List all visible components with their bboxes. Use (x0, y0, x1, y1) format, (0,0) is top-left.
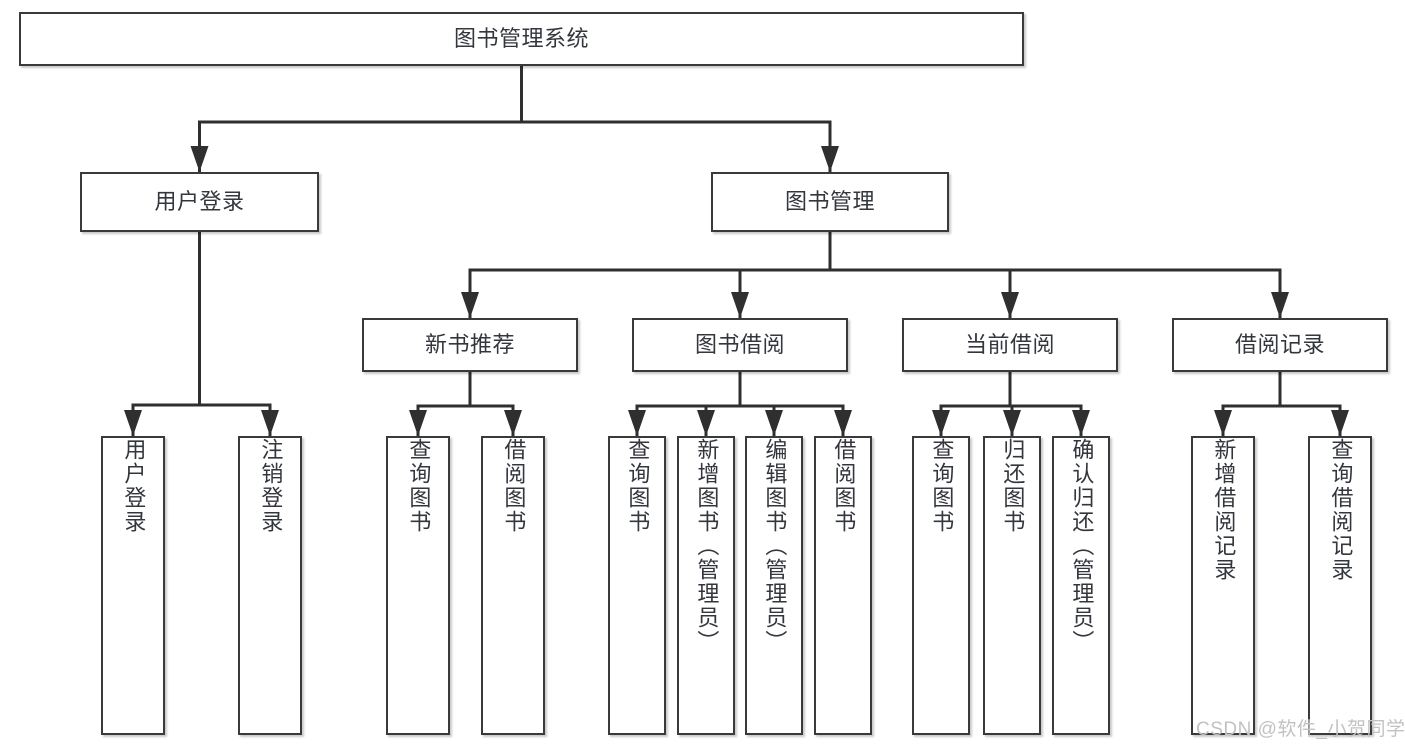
node-user-login[interactable]: 用户登录 (80, 172, 319, 232)
csdn-watermark: CSDN @软件_小贺同学 (1196, 719, 1405, 740)
node-borrow-record-label: 借阅记录 (1234, 331, 1325, 357)
node-leaf-return-book[interactable]: 归还图书 (983, 436, 1041, 735)
node-leaf-query-book-2-label: 查询图书 (625, 438, 651, 534)
node-leaf-edit-book[interactable]: 编辑图书（管理员） (745, 436, 803, 735)
node-root-label: 图书管理系统 (453, 25, 589, 51)
node-new-book-recommend[interactable]: 新书推荐 (362, 318, 578, 372)
node-leaf-query-record[interactable]: 查询借阅记录 (1308, 436, 1372, 735)
node-book-manage-label: 图书管理 (784, 188, 875, 214)
node-book-manage[interactable]: 图书管理 (711, 172, 949, 232)
node-leaf-query-book-1[interactable]: 查询图书 (386, 436, 450, 735)
node-leaf-user-logout-label: 注销登录 (258, 438, 284, 534)
node-leaf-return-book-label: 归还图书 (1000, 438, 1026, 534)
node-leaf-query-book-3[interactable]: 查询图书 (912, 436, 970, 735)
node-leaf-edit-book-label: 编辑图书（管理员） (762, 438, 788, 654)
node-leaf-user-login-label: 用户登录 (121, 438, 147, 534)
node-book-borrow[interactable]: 图书借阅 (632, 318, 848, 372)
node-leaf-query-book-2[interactable]: 查询图书 (608, 436, 666, 735)
node-leaf-borrow-book-1-label: 借阅图书 (501, 438, 527, 534)
node-new-book-recommend-label: 新书推荐 (424, 331, 515, 357)
node-leaf-add-record[interactable]: 新增借阅记录 (1191, 436, 1255, 735)
node-book-borrow-label: 图书借阅 (694, 331, 785, 357)
node-borrow-record[interactable]: 借阅记录 (1172, 318, 1388, 372)
node-leaf-borrow-book-1[interactable]: 借阅图书 (481, 436, 545, 735)
node-leaf-confirm-return[interactable]: 确认归还（管理员） (1052, 436, 1110, 735)
node-root[interactable]: 图书管理系统 (19, 12, 1024, 66)
node-leaf-add-book-label: 新增图书（管理员） (694, 438, 720, 654)
node-user-login-label: 用户登录 (154, 188, 245, 214)
node-leaf-user-login[interactable]: 用户登录 (101, 436, 165, 735)
node-leaf-query-record-label: 查询借阅记录 (1328, 438, 1354, 582)
node-current-borrow-label: 当前借阅 (964, 331, 1055, 357)
node-leaf-user-logout[interactable]: 注销登录 (238, 436, 302, 735)
node-leaf-borrow-book-2-label: 借阅图书 (831, 438, 857, 534)
node-leaf-query-book-3-label: 查询图书 (929, 438, 955, 534)
node-leaf-query-book-1-label: 查询图书 (406, 438, 432, 534)
node-current-borrow[interactable]: 当前借阅 (902, 318, 1118, 372)
node-leaf-add-record-label: 新增借阅记录 (1211, 438, 1237, 582)
node-leaf-add-book[interactable]: 新增图书（管理员） (677, 436, 735, 735)
node-leaf-confirm-return-label: 确认归还（管理员） (1069, 438, 1095, 654)
node-leaf-borrow-book-2[interactable]: 借阅图书 (814, 436, 872, 735)
